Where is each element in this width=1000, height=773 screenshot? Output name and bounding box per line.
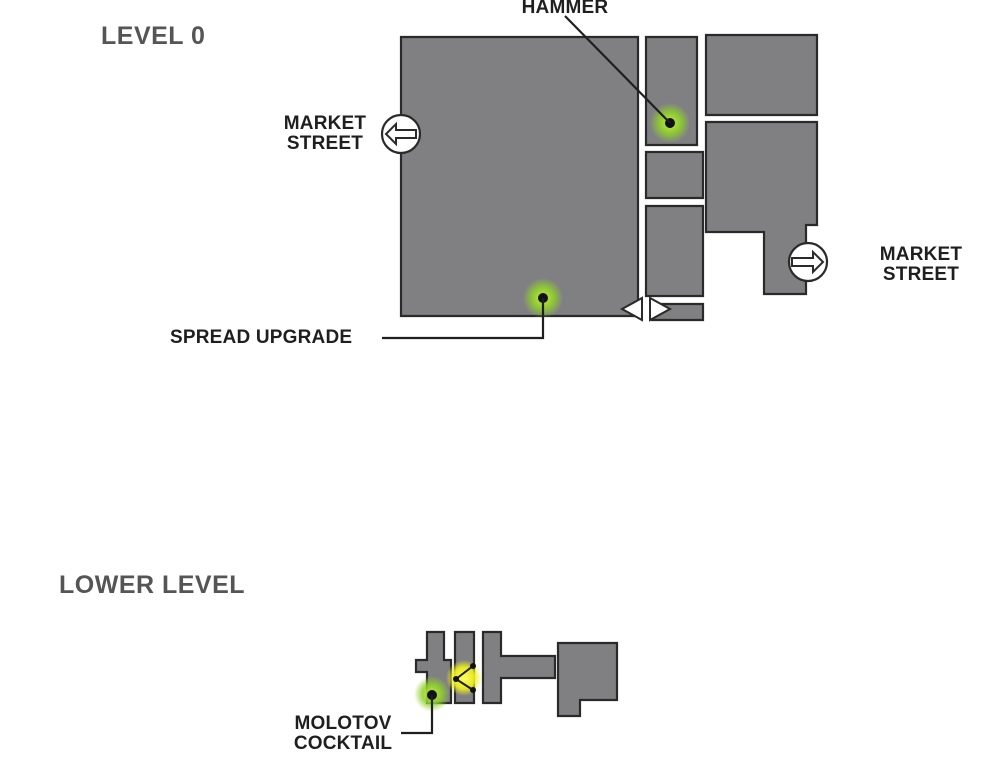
special-yellow-marker[interactable] [446,660,482,696]
molotov-leader-line [401,695,434,735]
spread-upgrade-leader-line [382,298,545,340]
market-street-east-line2: STREET [882,264,960,285]
level-0-floorplan [399,33,819,322]
hammer-leader-line [564,15,671,124]
market-street-west-line1: MARKET [283,113,367,134]
mid-room [644,150,705,200]
hammer-label: HAMMER [521,0,609,18]
arrow-right-icon[interactable] [787,241,829,283]
lower-level-title: LOWER LEVEL [59,571,246,599]
lower-east-room [481,630,557,705]
molotov-line1: MOLOTOV [294,713,392,734]
market-street-west-label: MARKET STREET [270,114,380,154]
lower-far-room [556,641,619,718]
arrow-left-icon[interactable] [380,113,422,155]
market-street-west-line2: STREET [286,133,364,154]
market-street-east-line1: MARKET [879,244,963,265]
market-street-east-label: MARKET STREET [866,245,976,285]
main-room [399,35,640,318]
northeast-room [704,33,819,117]
molotov-label: MOLOTOV COCKTAIL [288,714,398,754]
molotov-marker[interactable] [414,676,450,712]
stairs-double-arrow-icon[interactable] [619,296,673,322]
spread-upgrade-label: SPREAD UPGRADE [170,327,353,348]
molotov-line2: COCKTAIL [293,733,393,754]
south-corridor-room [644,204,705,298]
level-0-title: LEVEL 0 [101,22,206,50]
east-room [704,120,819,296]
